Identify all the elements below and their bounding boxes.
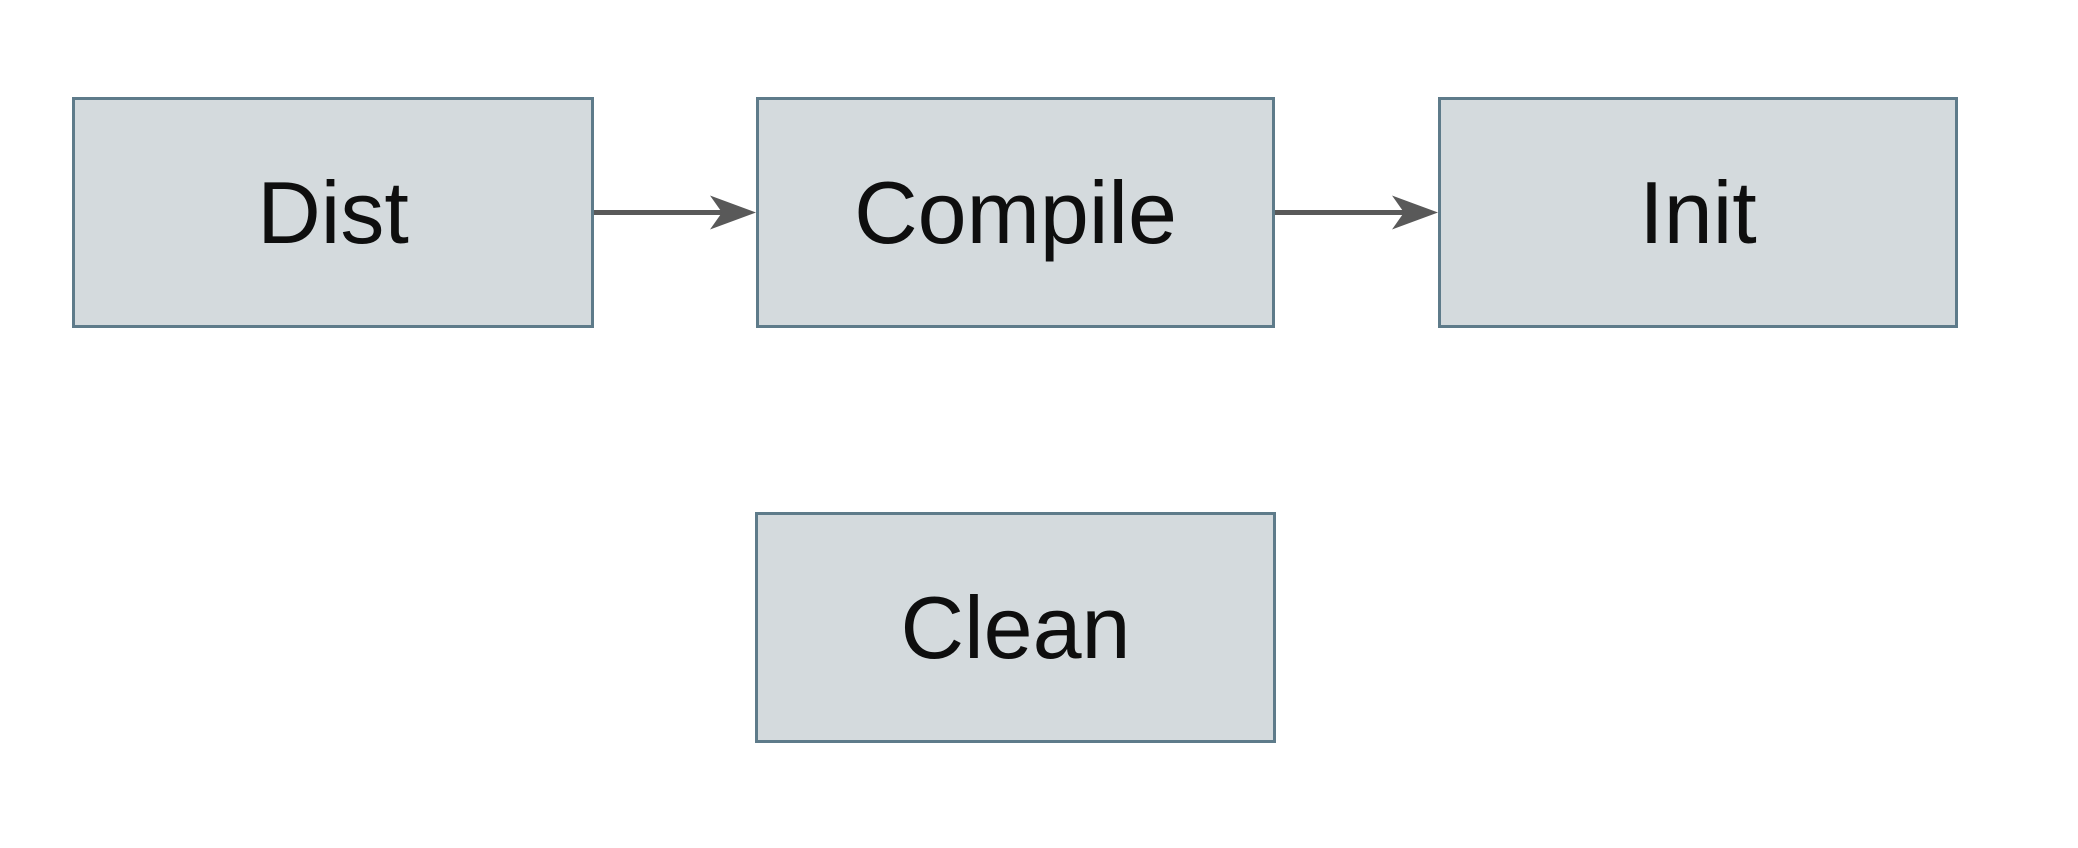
node-dist: Dist xyxy=(72,97,594,328)
arrowhead-icon xyxy=(1392,195,1438,230)
connector-compile-init xyxy=(1275,195,1438,230)
arrowhead-icon xyxy=(710,195,756,230)
node-label: Compile xyxy=(854,162,1177,262)
node-label: Dist xyxy=(257,162,409,262)
node-label: Init xyxy=(1639,162,1757,262)
node-init: Init xyxy=(1438,97,1958,328)
node-clean: Clean xyxy=(755,512,1276,743)
connector-dist-compile xyxy=(594,195,756,230)
node-compile: Compile xyxy=(756,97,1275,328)
node-label: Clean xyxy=(900,577,1131,677)
